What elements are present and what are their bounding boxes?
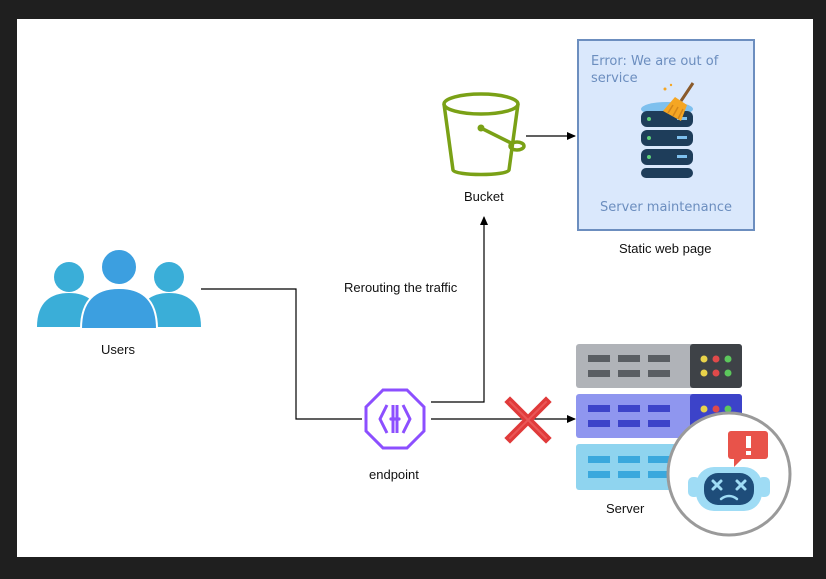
users-label: Users (101, 342, 135, 357)
server-label: Server (606, 501, 645, 516)
bucket-label: Bucket (464, 189, 504, 204)
users-icon (37, 248, 201, 330)
endpoint-icon (364, 388, 426, 450)
endpoint-to-bucket-edge (431, 216, 488, 403)
blocked-x-icon (504, 396, 552, 444)
users-to-endpoint-edge (201, 288, 362, 420)
broom-icon (663, 82, 695, 121)
maintenance-message: Server maintenance (600, 200, 732, 215)
diagram-canvas: Users endpoint Bucket Rerouting the traf… (17, 19, 813, 557)
static-web-page-box: Error: We are out of service Server main… (577, 39, 755, 231)
bucket-icon (442, 92, 526, 177)
static-page-label: Static web page (619, 241, 712, 256)
broken-robot-icon (666, 411, 792, 537)
endpoint-label: endpoint (369, 467, 419, 482)
error-message: Error: We are out of service (591, 54, 719, 86)
connectors (201, 132, 576, 423)
rerouting-label: Rerouting the traffic (344, 280, 458, 295)
